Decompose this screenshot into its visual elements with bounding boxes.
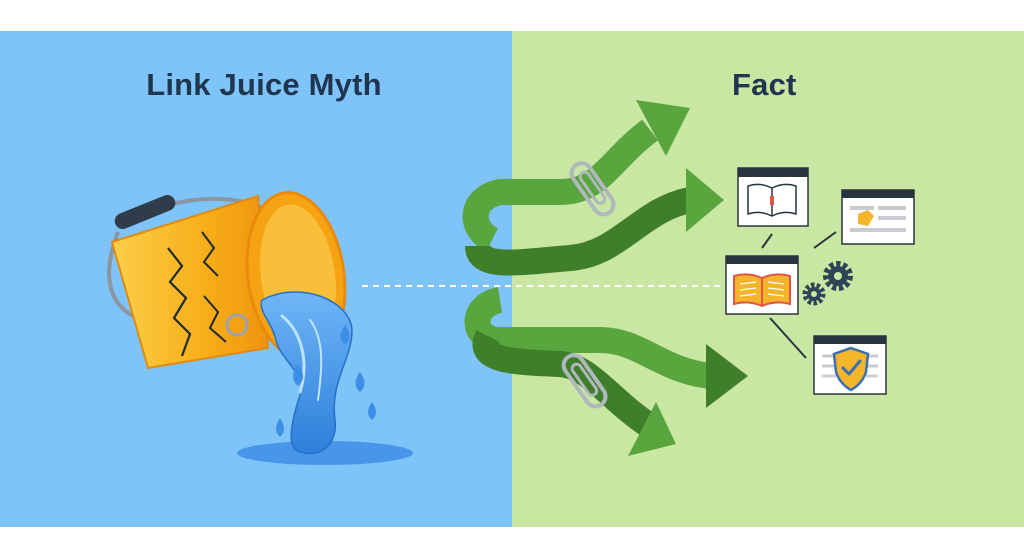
upper-flow-arrows [462,100,724,276]
open-book-page-icon [725,255,799,315]
paperclip-link-icon [569,161,616,217]
connector-lines [761,231,837,359]
fact-title: Fact [732,67,797,102]
paperclip-link-icon-lower [561,353,608,409]
book-page-icon [737,167,809,227]
lower-flow-arrows [464,287,748,456]
document-page-icon [841,189,915,245]
gears-icon [802,261,853,306]
shield-check-page-icon [813,335,887,395]
myth-title: Link Juice Myth [146,67,382,102]
water-splash-icon [237,291,413,465]
